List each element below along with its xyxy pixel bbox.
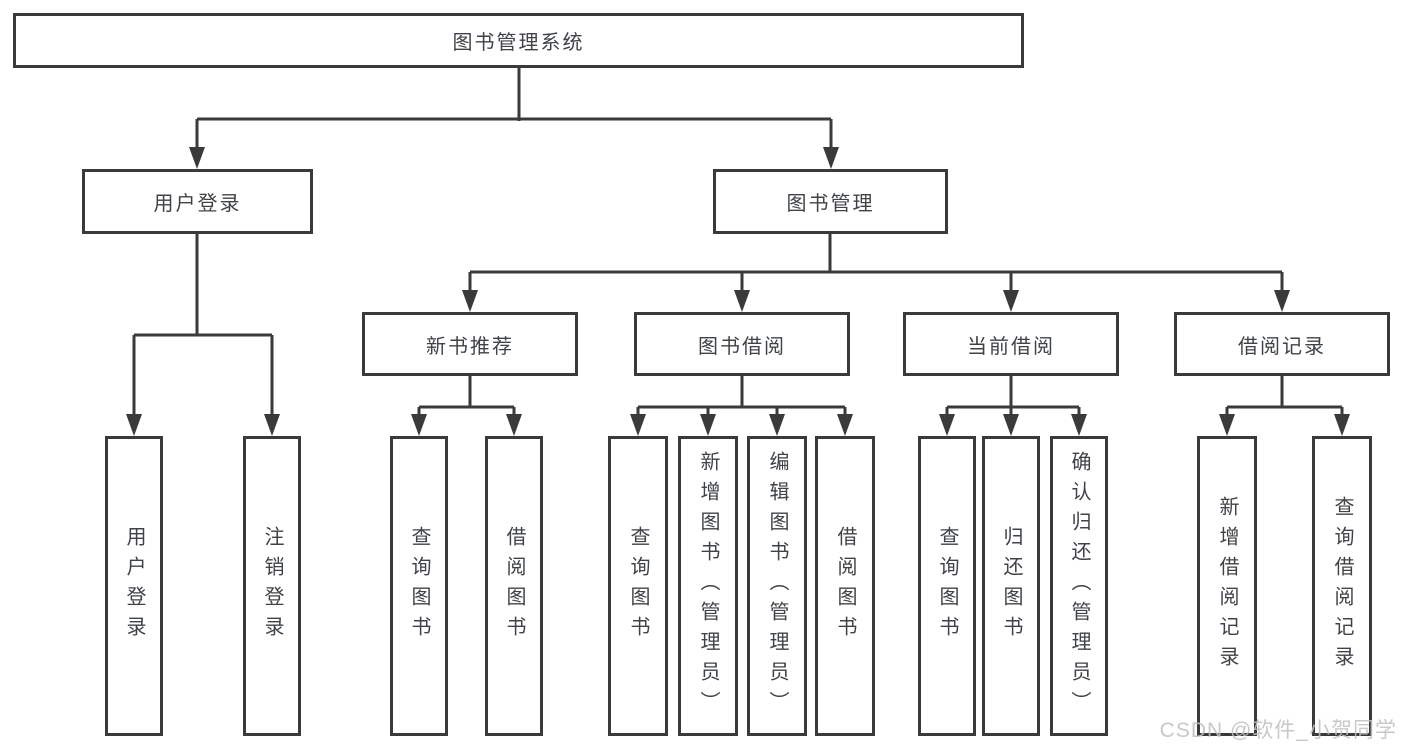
node-current-borrowing-label: 当前借阅 — [967, 335, 1055, 358]
leaf-newbook-borrow-books-label: 借阅图书 — [503, 526, 525, 646]
leaf-records-add-record-label: 新增借阅记录 — [1216, 496, 1238, 676]
leaf-borrow-edit-books-admin: 编辑图书（管理员） — [747, 436, 807, 736]
node-user-login-label: 用户登录 — [153, 193, 242, 215]
node-root: 图书管理系统 — [13, 13, 1024, 68]
leaf-logout-label: 注销登录 — [261, 526, 283, 646]
node-book-management-label: 图书管理 — [786, 193, 875, 215]
leaf-current-confirm-return-admin: 确认归还（管理员） — [1050, 436, 1108, 736]
leaf-borrow-add-books-admin: 新增图书（管理员） — [678, 436, 738, 736]
leaf-records-query-record: 查询借阅记录 — [1312, 436, 1372, 736]
node-book-borrowing: 图书借阅 — [634, 312, 850, 376]
node-book-borrowing-label: 图书借阅 — [698, 335, 786, 358]
node-borrowing-records-label: 借阅记录 — [1238, 335, 1326, 358]
leaf-current-return-books-label: 归还图书 — [1000, 526, 1022, 646]
node-book-management: 图书管理 — [713, 169, 948, 234]
node-root-label: 图书管理系统 — [452, 32, 585, 54]
leaf-user-login-label: 用户登录 — [123, 526, 145, 646]
leaf-borrow-borrow-books-label: 借阅图书 — [834, 526, 856, 646]
leaf-borrow-add-books-admin-label: 新增图书（管理员） — [697, 451, 719, 721]
leaf-newbook-query-books: 查询图书 — [390, 436, 448, 736]
leaf-current-query-books-label: 查询图书 — [936, 526, 958, 646]
leaf-current-return-books: 归还图书 — [982, 436, 1040, 736]
leaf-current-confirm-return-admin-label: 确认归还（管理员） — [1068, 451, 1090, 721]
node-new-book-recommendation: 新书推荐 — [362, 312, 578, 376]
leaf-borrow-borrow-books: 借阅图书 — [815, 436, 875, 736]
leaf-newbook-borrow-books: 借阅图书 — [485, 436, 543, 736]
node-current-borrowing: 当前借阅 — [903, 312, 1119, 376]
leaf-borrow-query-books-label: 查询图书 — [627, 526, 649, 646]
leaf-logout: 注销登录 — [243, 436, 301, 736]
leaf-borrow-query-books: 查询图书 — [608, 436, 668, 736]
node-user-login: 用户登录 — [82, 169, 313, 234]
leaf-current-query-books: 查询图书 — [918, 436, 976, 736]
leaf-records-query-record-label: 查询借阅记录 — [1331, 496, 1353, 676]
node-borrowing-records: 借阅记录 — [1174, 312, 1390, 376]
leaf-borrow-edit-books-admin-label: 编辑图书（管理员） — [766, 451, 788, 721]
node-new-book-recommendation-label: 新书推荐 — [426, 335, 514, 358]
leaf-user-login: 用户登录 — [105, 436, 163, 736]
leaf-records-add-record: 新增借阅记录 — [1197, 436, 1257, 736]
leaf-newbook-query-books-label: 查询图书 — [408, 526, 430, 646]
watermark: CSDN @软件_小贺同学 — [1159, 719, 1397, 742]
